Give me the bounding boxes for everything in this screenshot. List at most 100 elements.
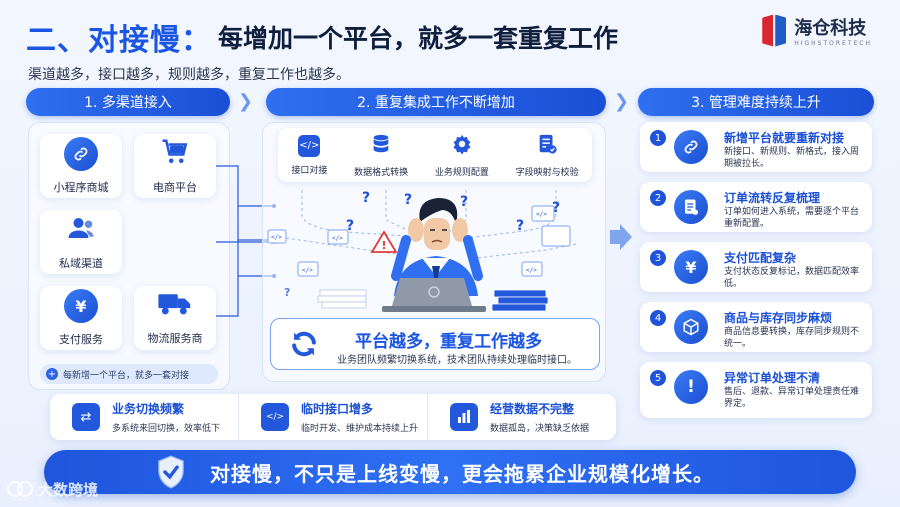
channel-label: 私域渠道 [59,257,103,270]
watermark-logo-icon [7,481,33,497]
impact-item-interfaces: </> 临时接口增多 临时开发、维护成本持续上升 [239,394,428,440]
svg-text:</>: </> [526,267,537,274]
impact-title: 业务切换频繁 [112,402,185,416]
svg-text:?: ? [284,286,290,299]
svg-text:!: ! [382,239,387,252]
tool-rules: 业务规则配置 [435,133,489,178]
watermark-text: 大数跨境 [38,480,99,499]
users-icon [64,213,98,247]
channel-note: + 每新增一个平台，就多一套对接 [40,364,218,384]
logo-name-en: HIGHSTORETECH [794,40,872,47]
impact-title: 经营数据不完整 [490,402,575,416]
gear-icon [451,133,473,159]
impact-title: 临时接口增多 [301,402,374,416]
svg-text:</>: </> [332,235,343,242]
channel-card-ecommerce: 电商平台 [134,134,216,198]
shield-check-icon [158,455,184,489]
issue-number: 1 [650,130,666,146]
impact-row: ⇄ 业务切换频繁 多系统来回切换，效率低下 </> 临时接口增多 临时开发、维护… [50,394,616,440]
channel-label: 电商平台 [153,181,197,194]
title-sub: 每增加一个平台，就多一套重复工作 [218,24,619,53]
callout-desc: 业务团队频繁切换系统，技术团队持续处理临时接口。 [337,355,577,366]
svg-text:</>: </> [536,211,547,218]
issue-card-3: 3 ¥ 支付匹配复杂 支付状态反复标记，数据匹配效率低。 [640,242,872,292]
impact-desc: 多系统来回切换，效率低下 [112,424,221,434]
issue-desc: 订单如何进入系统，需要逐个平台重新配置。 [724,207,860,229]
page-title: 二、对接慢： 每增加一个平台，就多一套重复工作 [26,14,618,60]
channel-card-logistics: 物流服务商 [134,286,216,350]
issue-number: 4 [650,310,666,326]
impact-item-data: 经营数据不完整 数据孤岛，决策缺乏依据 [428,394,616,440]
issue-card-2: 2 订单流转反复梳理 订单如何进入系统，需要逐个平台重新配置。 [640,182,872,232]
checklist-icon [536,133,558,159]
svg-text:?: ? [460,194,468,210]
chevron-right-icon: ❯ [614,91,630,112]
bar-chart-icon [450,403,478,431]
database-icon [370,133,392,159]
refresh-icon [292,331,316,357]
issue-title: 订单流转反复梳理 [724,191,821,205]
chevron-right-icon: ❯ [238,91,254,112]
banner-text: 对接慢，不只是上线变慢，更会拖累企业规模化增长。 [210,461,714,486]
channel-card-private: 私域渠道 [40,210,122,274]
plus-icon: + [46,368,58,380]
swap-icon: ⇄ [72,403,100,431]
yen-icon: ¥ [674,250,708,284]
issue-desc: 售后、退款、异常订单处理责任难界定。 [724,387,860,409]
logo-mark-icon [762,14,787,47]
tool-format: 数据格式转换 [354,133,408,178]
tools-bar: </> 接口对接 数据格式转换 业务规则配置 字段映射与校验 [278,128,592,182]
company-logo: 海仓科技 HIGHSTORETECH [762,14,872,47]
developer-illustration: ??? ??? ? </></></> </></> ! [267,190,577,312]
step-1-pill: 1. 多渠道接入 [26,88,230,116]
issue-title: 商品与库存同步麻烦 [724,311,833,325]
callout-box: 平台越多，重复工作越多 业务团队频繁切换系统，技术团队持续处理临时接口。 [270,318,600,370]
callout-title: 平台越多，重复工作越多 [355,332,542,352]
svg-text:</>: </> [271,234,282,241]
svg-text:?: ? [552,200,560,216]
tool-label: 字段映射与校验 [515,167,579,178]
svg-text:?: ? [346,218,354,234]
tool-api: </> 接口对接 [291,134,328,176]
watermark: 大数跨境 [6,478,98,500]
channel-label: 小程序商城 [53,181,109,194]
conclusion-banner: 对接慢，不只是上线变慢，更会拖累企业规模化增长。 [44,450,856,494]
document-icon [674,190,708,224]
issue-number: 5 [650,370,666,386]
logo-name-cn: 海仓科技 [794,18,867,39]
svg-text:?: ? [516,218,524,234]
tool-label: 业务规则配置 [434,167,489,178]
code-icon: </> [261,403,289,431]
link-icon [64,137,98,171]
issue-desc: 支付状态反复标记，数据匹配效率低。 [724,267,860,289]
impact-desc: 临时开发、维护成本持续上升 [301,424,419,434]
issue-title: 支付匹配复杂 [724,251,797,265]
issue-card-4: 4 商品与库存同步麻烦 商品信息要转换，库存同步规则不统一。 [640,302,872,352]
tool-label: 接口对接 [291,165,328,176]
step-3-pill: 3. 管理难度持续上升 [638,88,874,116]
channel-card-payment: ¥ 支付服务 [40,286,122,350]
issue-desc: 新接口、新规则、新格式，接入周期被拉长。 [724,147,860,169]
impact-item-switching: ⇄ 业务切换频繁 多系统来回切换，效率低下 [50,394,239,440]
channel-label: 支付服务 [59,333,103,346]
issue-number: 3 [650,250,666,266]
issue-card-1: 1 新增平台就要重新对接 新接口、新规则、新格式，接入周期被拉长。 [640,122,872,172]
tool-label: 数据格式转换 [354,167,409,178]
channel-card-miniapp: 小程序商城 [40,134,122,198]
link-icon [674,130,708,164]
alert-icon: ! [674,370,708,404]
cart-icon [158,137,192,171]
issue-desc: 商品信息要转换，库存同步规则不统一。 [724,327,860,349]
code-icon: </> [298,134,321,157]
title-main: 二、对接慢： [26,23,212,58]
channel-note-text: 每新增一个平台，就多一套对接 [63,370,190,381]
page-subtitle: 渠道越多，接口越多，规则越多，重复工作也越多。 [28,67,350,83]
step-2-pill: 2. 重复集成工作不断增加 [266,88,606,116]
svg-text:?: ? [362,190,370,206]
issue-title: 异常订单处理不清 [724,371,821,385]
arrow-right-icon [610,224,632,250]
yen-icon: ¥ [64,289,98,323]
impact-desc: 数据孤岛，决策缺乏依据 [490,424,590,434]
svg-text:</>: </> [302,267,313,274]
truck-icon [157,290,193,322]
